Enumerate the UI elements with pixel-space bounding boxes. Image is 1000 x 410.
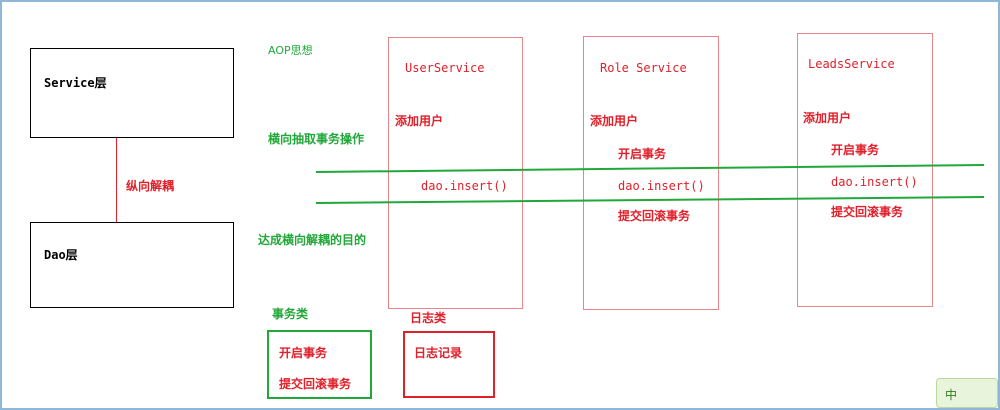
user-service-add-user: 添加用户	[395, 114, 444, 128]
leads-service-name: LeadsService	[808, 57, 895, 71]
vertical-decoupling-label: 纵向解耦	[126, 179, 175, 193]
service-layer-box	[30, 48, 234, 138]
role-service-begin-tx: 开启事务	[618, 147, 667, 161]
tx-class-commit: 提交回滚事务	[279, 377, 352, 391]
tx-class-box	[267, 330, 372, 399]
dao-layer-label: Dao层	[44, 248, 78, 262]
leads-service-add-user: 添加用户	[803, 111, 852, 125]
role-service-add-user: 添加用户	[590, 114, 639, 128]
dao-layer-box	[30, 222, 234, 308]
leads-service-dao-call: dao.insert()	[831, 175, 918, 189]
aop-title: AOP思想	[268, 44, 313, 57]
leads-service-begin-tx: 开启事务	[831, 143, 880, 157]
aspect-line-top	[315, 164, 985, 173]
service-layer-label: Service层	[44, 76, 107, 90]
user-service-name: UserService	[405, 61, 485, 75]
log-class-record: 日志记录	[414, 346, 463, 360]
user-service-dao-call: dao.insert()	[421, 179, 508, 193]
ime-language-icon: 中	[945, 388, 958, 402]
role-service-commit-tx: 提交回滚事务	[618, 209, 691, 223]
tx-class-title: 事务类	[272, 307, 309, 321]
role-service-dao-call: dao.insert()	[618, 179, 705, 193]
user-service-box	[388, 37, 523, 309]
vertical-connector	[116, 138, 117, 223]
leads-service-box	[797, 33, 933, 307]
role-service-box	[583, 36, 719, 310]
role-service-name: Role Service	[600, 61, 687, 75]
aspect-line-bottom	[315, 196, 985, 204]
tx-class-begin: 开启事务	[279, 346, 328, 360]
log-class-box	[403, 331, 495, 398]
ime-indicator[interactable]: 中	[936, 378, 998, 408]
log-class-title: 日志类	[410, 311, 447, 325]
leads-service-commit-tx: 提交回滚事务	[831, 205, 904, 219]
aop-goal-label: 达成横向解耦的目的	[258, 233, 367, 247]
aop-extract-label: 横向抽取事务操作	[268, 132, 365, 146]
